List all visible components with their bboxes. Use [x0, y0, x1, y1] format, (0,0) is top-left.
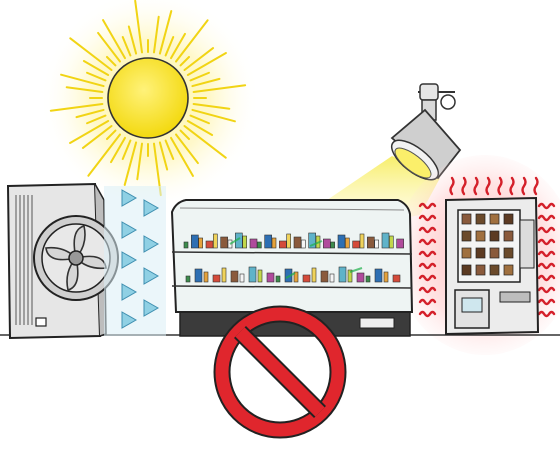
- product-item: [345, 238, 349, 248]
- product-item: [265, 235, 272, 248]
- product-item: [258, 270, 262, 282]
- vending-item: [490, 265, 499, 275]
- product-item: [276, 276, 280, 282]
- product-item: [231, 271, 238, 282]
- product-item: [213, 275, 220, 282]
- vending-item: [462, 248, 471, 258]
- product-item: [184, 242, 188, 248]
- product-item: [250, 239, 257, 248]
- product-item: [191, 235, 198, 248]
- product-item: [221, 237, 228, 248]
- product-item: [272, 238, 276, 248]
- product-item: [331, 242, 335, 248]
- vending-item: [462, 231, 471, 241]
- vending-item: [504, 214, 513, 224]
- product-item: [222, 268, 226, 282]
- vending-item: [504, 265, 513, 275]
- product-item: [186, 276, 190, 282]
- product-item: [382, 233, 389, 248]
- vending-item: [476, 265, 485, 275]
- product-item: [195, 269, 202, 282]
- vending-item: [476, 231, 485, 241]
- product-item: [204, 272, 208, 282]
- product-item: [323, 239, 330, 248]
- product-item: [287, 234, 291, 248]
- product-item: [279, 241, 286, 248]
- product-item: [321, 271, 328, 282]
- product-item: [375, 240, 379, 248]
- vending-item: [476, 248, 485, 258]
- vending-item: [490, 231, 499, 241]
- product-item: [213, 234, 217, 248]
- sun-icon: [40, 0, 260, 210]
- vending-item: [476, 214, 485, 224]
- product-item: [249, 267, 256, 282]
- product-item: [303, 275, 310, 282]
- vending-item: [504, 231, 513, 241]
- product-item: [393, 275, 400, 282]
- vending-item: [490, 248, 499, 258]
- vending-item: [462, 214, 471, 224]
- product-item: [339, 267, 346, 282]
- product-item: [384, 272, 388, 282]
- product-item: [366, 276, 370, 282]
- product-item: [353, 241, 360, 248]
- product-item: [301, 240, 305, 248]
- product-item: [206, 241, 213, 248]
- airflow-arrows-icon: [104, 186, 166, 336]
- product-item: [338, 235, 345, 248]
- vending-item: [490, 214, 499, 224]
- product-item: [367, 237, 374, 248]
- vending-item: [462, 265, 471, 275]
- product-item: [267, 273, 274, 282]
- air-condenser-fan-icon: [8, 184, 118, 338]
- product-item: [294, 237, 301, 248]
- product-item: [389, 236, 393, 248]
- product-item: [330, 274, 334, 282]
- product-item: [240, 274, 244, 282]
- product-item: [199, 238, 203, 248]
- product-item: [360, 234, 364, 248]
- product-item: [375, 269, 382, 282]
- product-item: [243, 236, 247, 248]
- product-item: [312, 268, 316, 282]
- product-item: [357, 273, 364, 282]
- vending-item: [504, 248, 513, 258]
- product-item: [397, 239, 404, 248]
- product-item: [257, 242, 261, 248]
- heat-radiating-appliance-icon: [446, 198, 538, 334]
